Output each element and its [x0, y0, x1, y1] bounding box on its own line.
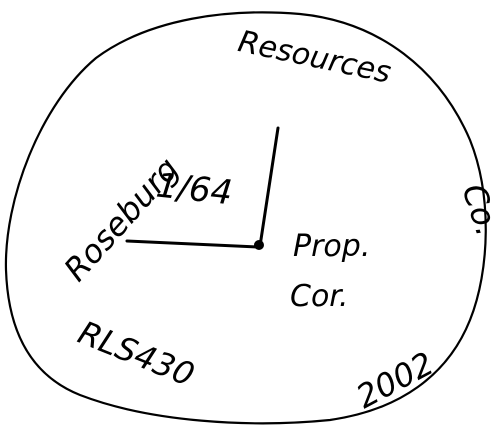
word-rls: RLS430: [73, 313, 200, 394]
horizontal-hand: [125, 239, 260, 249]
word-year: 2002: [350, 344, 440, 416]
word-co: Co.: [455, 179, 494, 240]
word-cor: Cor.: [290, 279, 348, 314]
vertical-hand: [258, 126, 280, 248]
word-fraction: 1/64: [154, 166, 234, 214]
monument-outline: [4, 11, 487, 425]
center-dot: [254, 240, 264, 250]
word-prop: Prop.: [293, 229, 370, 264]
